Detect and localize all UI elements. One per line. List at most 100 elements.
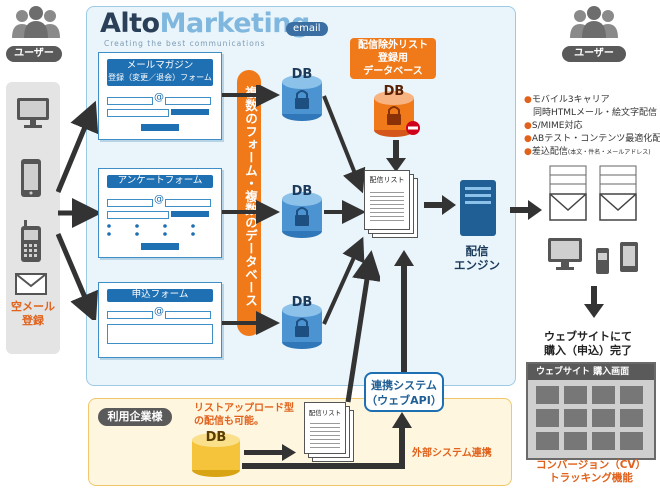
form-textarea	[107, 324, 213, 344]
db-label: DB	[383, 84, 405, 99]
form-input	[107, 109, 169, 117]
alto-marketing-logo: AltoMarketing	[100, 8, 310, 39]
upload-list-label: 配信リスト	[308, 409, 342, 417]
form-input	[107, 97, 153, 105]
survey-form-card: アンケートフォーム @	[98, 168, 222, 258]
conversion-line1: コンバージョン（CV）	[535, 459, 647, 471]
purchase-product-grid	[528, 380, 654, 456]
exclusion-line3: データベース	[363, 66, 423, 77]
db-label: DB	[291, 184, 313, 199]
form-input-filled	[171, 109, 209, 115]
mailmag-form-card: メールマガジン 登録（変更／退会）フォーム @	[98, 52, 222, 140]
list-to-engine-arrow	[424, 195, 456, 215]
kara-mail-line2: 登録	[22, 314, 44, 327]
list-lines	[310, 420, 340, 448]
delivery-engine-server-icon	[460, 180, 496, 236]
database-icon	[282, 75, 322, 121]
desktop-monitor-icon	[17, 98, 49, 128]
api-to-list-arrow	[394, 250, 414, 372]
product-tile	[564, 386, 587, 404]
exclusion-line2: 登録用	[378, 53, 408, 64]
feature-item: ●差込配信(本文・件名・メールアドレス)	[524, 147, 651, 157]
at-sign-icon: @	[154, 194, 164, 205]
corporate-database-icon	[192, 433, 240, 477]
conversion-tracking-label: コンバージョン（CV） トラッキング機能	[526, 459, 656, 485]
product-tile	[592, 386, 615, 404]
at-sign-icon: @	[154, 92, 164, 103]
product-tile	[536, 432, 559, 450]
form-submit-button	[141, 124, 179, 131]
upload-to-delivery-arrow	[345, 250, 380, 403]
application-form-title: 申込フォーム	[107, 289, 213, 302]
kara-mail-line1: 空メール	[11, 300, 55, 313]
logo-part2: Marketing	[159, 8, 311, 39]
mail-stacks-icon	[549, 165, 637, 221]
feature-note: (本文・件名・メールアドレス)	[567, 149, 651, 156]
form-input	[165, 97, 211, 105]
exclusion-database-icon	[374, 91, 420, 137]
at-sign-icon: @	[154, 306, 164, 317]
external-system-arrow	[242, 412, 412, 469]
right-devices-icon	[548, 238, 638, 274]
purchase-window-title: ウェブサイト 購入画面	[528, 364, 654, 380]
banner-text: 複数のフォーム・複数のデータベース	[243, 86, 258, 307]
application-form-card: 申込フォーム @	[98, 282, 222, 358]
form-input	[165, 311, 211, 319]
feature-text: モバイル3キャリア	[531, 95, 610, 105]
corporate-user-chip: 利用企業様	[98, 408, 172, 426]
form-input	[107, 311, 153, 319]
product-tile	[536, 386, 559, 404]
form-input	[165, 199, 211, 207]
form-input	[107, 211, 169, 219]
engine-to-mail-arrow	[510, 200, 542, 220]
upload-list-sheet: 配信リスト	[304, 402, 346, 454]
smartphone-icon	[21, 159, 41, 197]
survey-form-title: アンケートフォーム	[107, 175, 213, 188]
feature-list: ●モバイル3キャリア 同時HTMLメール・絵文字配信 ●S/MIME対応 ●AB…	[524, 94, 660, 159]
product-tile	[536, 409, 559, 427]
product-tile	[620, 386, 643, 404]
upload-line1: リストアップロード型	[194, 403, 294, 414]
feature-item: ●ABテスト・コンテンツ最適化配信	[524, 133, 660, 146]
users-group-icon	[570, 6, 618, 38]
product-tile	[592, 409, 615, 427]
external-system-label: 外部システム連携	[412, 448, 492, 459]
form-submit-button	[141, 243, 179, 250]
mailmag-form-title: メールマガジン 登録（変更／退会）フォーム	[107, 59, 213, 86]
form-input	[107, 199, 153, 207]
feature-text: 差込配信	[531, 147, 568, 157]
product-tile	[620, 409, 643, 427]
product-tile	[564, 432, 587, 450]
list-upload-note: リストアップロード型 の配信も可能。	[194, 402, 294, 428]
right-user-label: ユーザー	[562, 46, 626, 62]
purchase-line1: ウェブサイトにて	[544, 330, 632, 343]
product-tile	[564, 409, 587, 427]
purchase-page-window: ウェブサイト 購入画面	[526, 362, 656, 460]
envelope-icon	[15, 273, 47, 295]
delivery-list-label: 配信リスト	[369, 176, 405, 184]
corporate-db-to-list-arrow	[244, 444, 296, 461]
database-icon	[282, 192, 322, 238]
devices-to-purchase-arrow	[584, 286, 604, 318]
logo-tagline: Creating the best communications	[104, 39, 266, 48]
upload-line2: の配信も可能。	[194, 416, 264, 427]
product-tile	[620, 432, 643, 450]
left-user-label: ユーザー	[6, 46, 62, 62]
users-group-icon	[12, 6, 60, 38]
user-to-forms-arrows	[56, 100, 100, 320]
kara-mail-label: 空メール 登録	[6, 300, 60, 328]
email-badge: email	[286, 22, 328, 36]
list-lines	[370, 189, 404, 223]
database-icon	[282, 303, 322, 349]
conversion-line2: トラッキング機能	[549, 472, 633, 484]
feature-item: 同時HTMLメール・絵文字配信	[524, 107, 658, 120]
delivery-engine-label: 配信 エンジン	[444, 244, 510, 272]
feature-text: 同時HTMLメール・絵文字配信	[533, 108, 658, 118]
feature-text: ABテスト・コンテンツ最適化配信	[531, 134, 660, 144]
feature-text: S/MIME対応	[531, 121, 583, 131]
radio-options-icon	[107, 224, 195, 236]
mailmag-title-line2: 登録（変更／退会）フォーム	[108, 73, 212, 82]
exclusion-to-list-arrow	[386, 140, 406, 172]
db-label: DB	[291, 67, 313, 82]
feature-phone-icon	[21, 220, 41, 262]
